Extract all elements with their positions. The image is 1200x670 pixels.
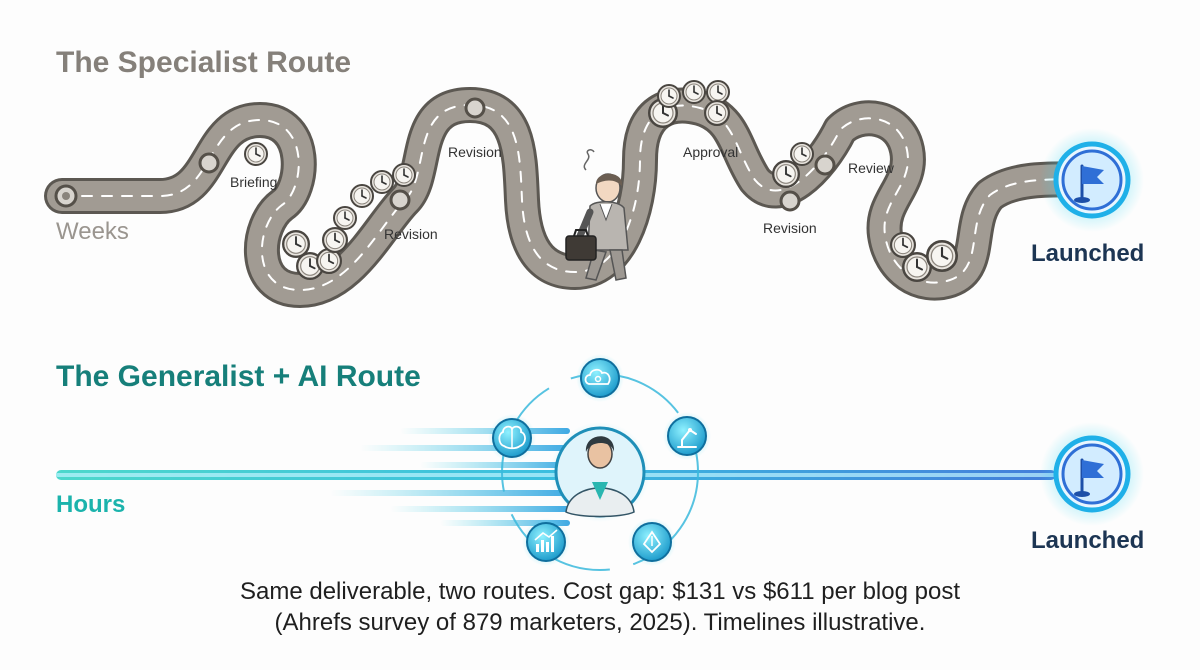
- launched-flag-icon-specialist: [1040, 128, 1144, 232]
- caption-line-2: (Ahrefs survey of 879 marketers, 2025). …: [274, 609, 926, 636]
- milestone-briefing: Briefing: [230, 174, 278, 190]
- launched-flag-icon-generalist: [1040, 422, 1144, 526]
- speed-streaks: [330, 428, 570, 526]
- generalist-launched-label: Launched: [1031, 527, 1145, 554]
- robot-arm-icon: [663, 412, 711, 460]
- caption-line-1: Same deliverable, two routes. Cost gap: …: [240, 578, 960, 605]
- caption: Same deliverable, two routes. Cost gap: …: [0, 576, 1200, 638]
- specialist-route-title: The Specialist Route: [56, 46, 352, 79]
- generalist-person-avatar: [550, 422, 650, 522]
- brain-icon: [488, 414, 536, 462]
- chart-icon: [522, 518, 570, 566]
- road-markers: [54, 97, 836, 212]
- milestone-revision-2: Revision: [448, 144, 502, 160]
- milestone-revision-3: Revision: [763, 220, 817, 236]
- generalist-speed-label: Hours: [56, 491, 126, 518]
- generalist-route-title: The Generalist + AI Route: [56, 360, 421, 393]
- milestone-approval: Approval: [683, 144, 739, 160]
- tired-worker-figure: [565, 149, 629, 281]
- specialist-launched-label: Launched: [1031, 240, 1145, 267]
- cloud-gear-icon: [576, 354, 624, 402]
- milestone-revision-1: Revision: [384, 226, 438, 242]
- specialist-speed-label: Weeks: [56, 218, 129, 245]
- pen-tool-icon: [628, 518, 676, 566]
- milestone-review: Review: [848, 160, 894, 176]
